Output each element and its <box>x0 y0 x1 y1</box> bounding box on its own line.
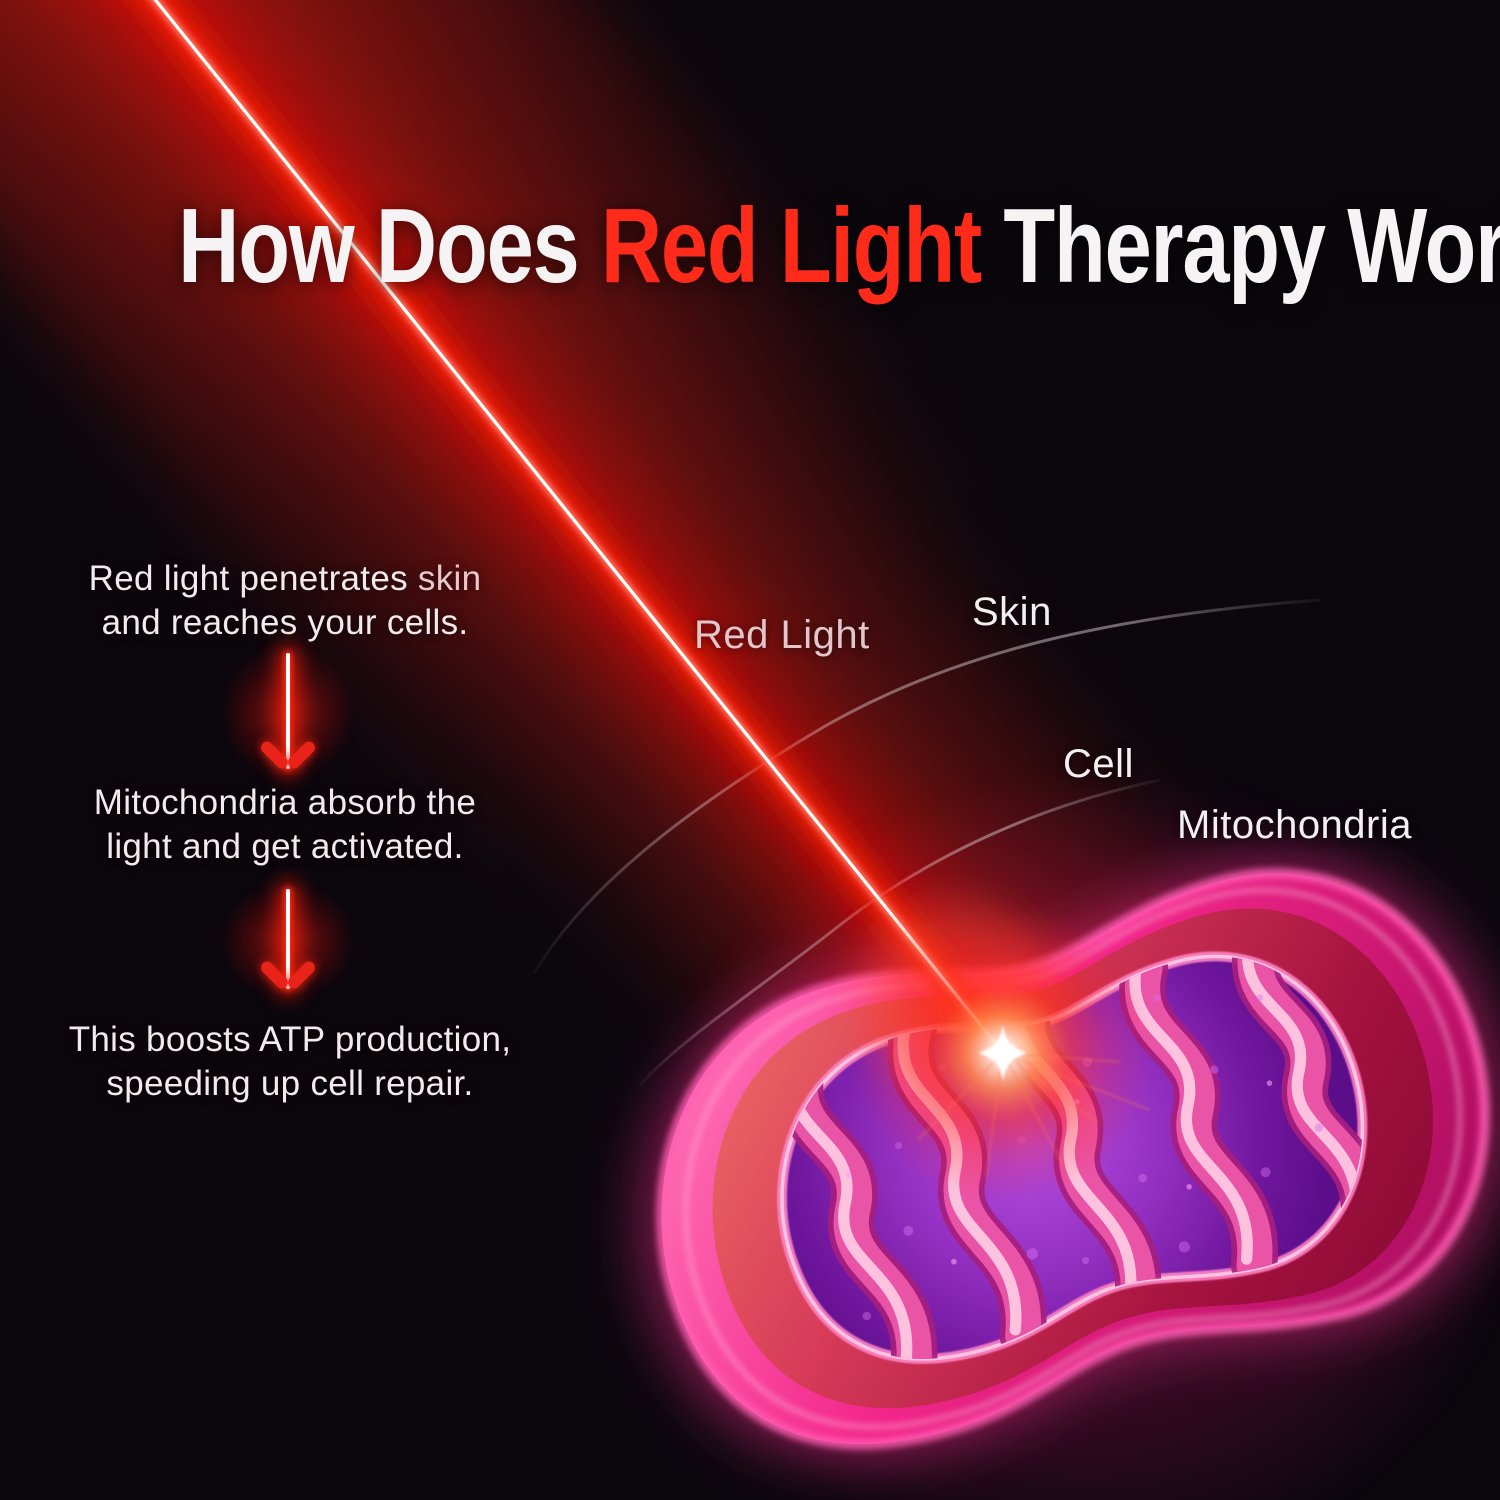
impact-flash-icon <box>853 900 1153 1203</box>
step-1-line-2: and reaches your cells. <box>101 603 469 642</box>
step-2-line-2: light and get activated. <box>106 827 464 866</box>
skin-word: skin <box>417 559 482 598</box>
step-3-line-1: This boosts ATP production, <box>68 1020 512 1059</box>
laser-beam <box>59 0 1062 1101</box>
impact-star <box>979 1026 1027 1080</box>
step-2-line-1: Mitochondria absorb the <box>93 783 477 822</box>
skin-label: Skin <box>972 590 1052 634</box>
step-1-text: Red light penetrates skin and reaches yo… <box>25 557 545 645</box>
step-3-text: This boosts ATP production, speeding up … <box>10 1018 570 1106</box>
cell-label: Cell <box>1063 742 1134 786</box>
step-2-text: Mitochondria absorb the light and get ac… <box>25 781 545 869</box>
title-pre: How Does <box>178 187 580 306</box>
step-1-line-1: Red light penetrates skin <box>88 559 482 598</box>
step-3-line-2: speeding up cell repair. <box>106 1064 474 1103</box>
mitochondria-label: Mitochondria <box>1177 803 1413 847</box>
title-post: Therapy Work? <box>1003 187 1500 306</box>
red-light-label: Red Light <box>694 613 870 657</box>
title-highlight: Red Light <box>600 187 982 306</box>
page-title: How Does Red Light Therapy Work? <box>0 190 1500 302</box>
